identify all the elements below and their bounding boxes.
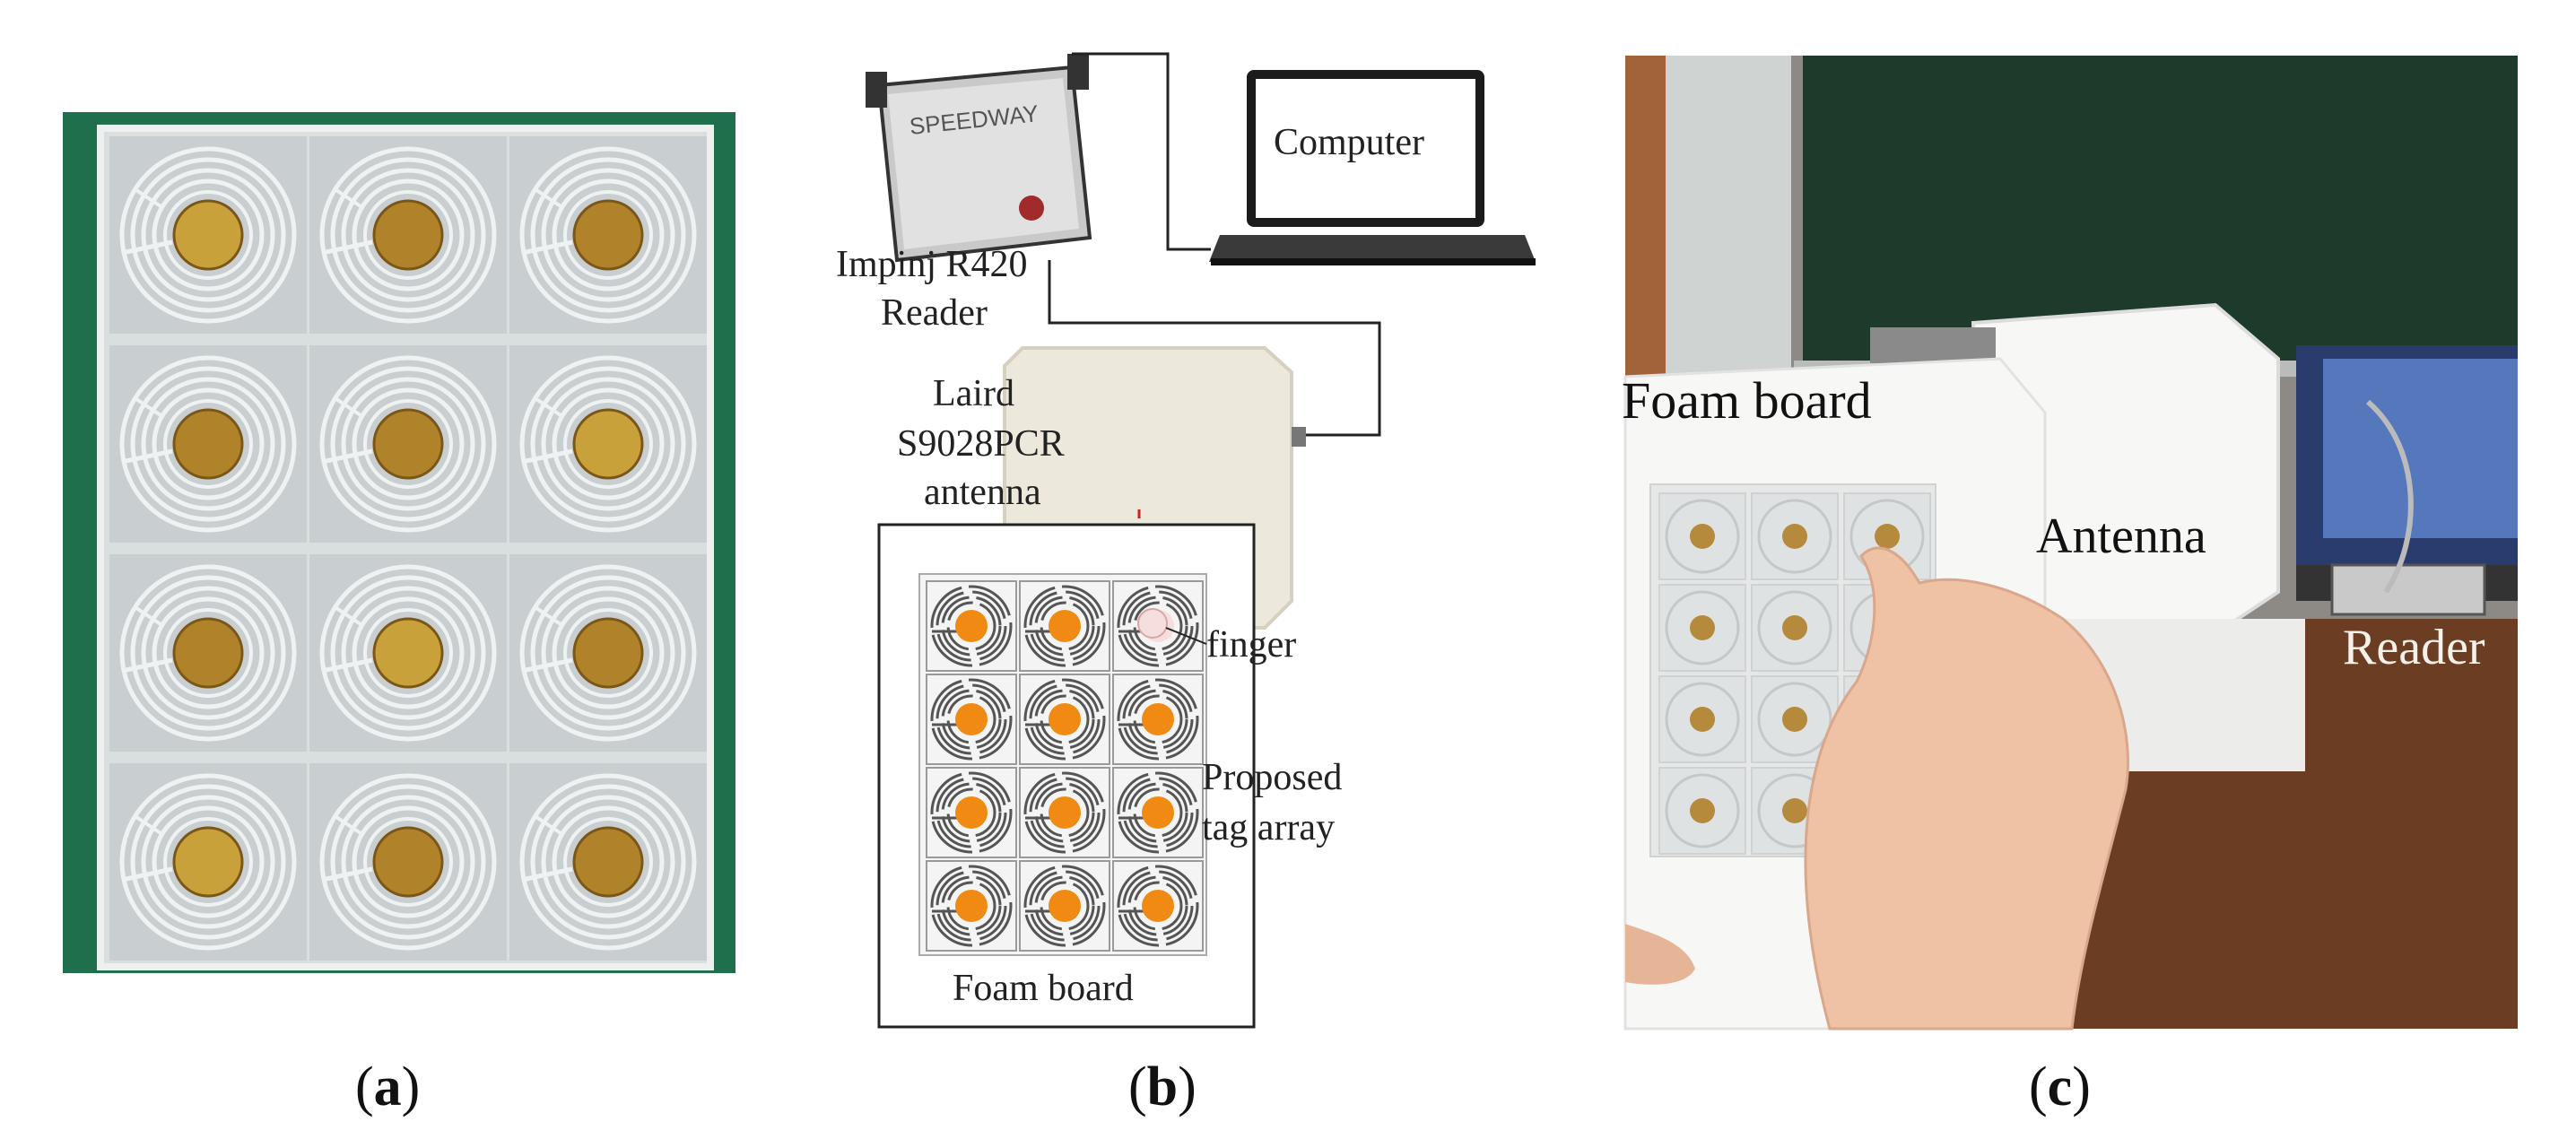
thumb <box>1625 924 1695 985</box>
photo-tag <box>309 136 507 334</box>
cable-reader-computer <box>1072 52 1211 251</box>
schematic-tag <box>925 579 1018 673</box>
svg-text:(c): (c) <box>2029 1057 2091 1118</box>
photo-tag <box>509 345 707 543</box>
svg-text:(a): (a) <box>355 1057 420 1118</box>
schematic-tag <box>1018 859 1111 952</box>
tag-label-1: Proposed <box>1202 757 1342 798</box>
reader-label-2: Reader <box>881 292 988 334</box>
schematic-tag <box>1111 673 1205 766</box>
photo-c-tag <box>1658 767 1746 855</box>
foam-label-c: Foam board <box>1622 371 1872 430</box>
photo-c-tag <box>1658 584 1746 672</box>
tag-label-2: tag array <box>1202 807 1335 848</box>
schematic-tag <box>1111 766 1205 859</box>
schematic-tag <box>925 673 1018 766</box>
photo-tag <box>509 554 707 752</box>
panel-a-tag-grid <box>109 136 707 961</box>
finger-label: finger <box>1206 624 1296 665</box>
caption-b: (b) <box>1128 1057 1197 1118</box>
photo-tag <box>509 763 707 961</box>
photo-tag <box>309 345 507 543</box>
antenna-label-3: antenna <box>924 472 1041 513</box>
schematic-tag <box>925 766 1018 859</box>
photo-tag <box>309 763 507 961</box>
photo-tag <box>109 763 307 961</box>
photo-c-tag <box>1751 492 1839 580</box>
photo-tag <box>509 136 707 334</box>
hand <box>1804 546 2129 1031</box>
photo-c-tag <box>1658 492 1746 580</box>
finger-pointer-line <box>1165 627 1207 645</box>
caption-a: (a) <box>355 1057 420 1118</box>
reader-device-photo <box>2330 563 2486 616</box>
caption-c: (c) <box>2029 1057 2091 1118</box>
reader-label-c: Reader <box>2343 620 2485 675</box>
schematic-tag <box>1018 579 1111 673</box>
reader-label-1: Impinj R420 <box>836 244 1028 285</box>
antenna-label-c: Antenna <box>2036 509 2206 564</box>
photo-tag <box>109 554 307 752</box>
schematic-tag <box>925 859 1018 952</box>
laptop-icon <box>1209 70 1536 265</box>
photo-c-tag <box>1751 584 1839 672</box>
antenna-label-1: Laird <box>933 373 1014 414</box>
photo-tag <box>109 345 307 543</box>
photo-c-tag <box>1658 675 1746 763</box>
antenna-label-2: S9028PCR <box>897 423 1065 465</box>
foam-label-b: Foam board <box>953 968 1134 1009</box>
photo-tag <box>109 136 307 334</box>
schematic-tag <box>1111 859 1205 952</box>
schematic-tag <box>1018 673 1111 766</box>
panel-b-diagram: SPEEDWAY Computer Impinj R420 Reader Lai… <box>836 52 1536 1029</box>
panel-c-photo <box>1623 56 2518 1031</box>
reader-device: SPEEDWAY <box>866 54 1092 263</box>
computer-label: Computer <box>1274 122 1424 163</box>
schematic-tag <box>1018 766 1111 859</box>
cable-reader-antenna <box>1048 260 1381 437</box>
svg-text:(b): (b) <box>1128 1057 1197 1118</box>
photo-tag <box>309 554 507 752</box>
finger-marker <box>1137 608 1168 639</box>
